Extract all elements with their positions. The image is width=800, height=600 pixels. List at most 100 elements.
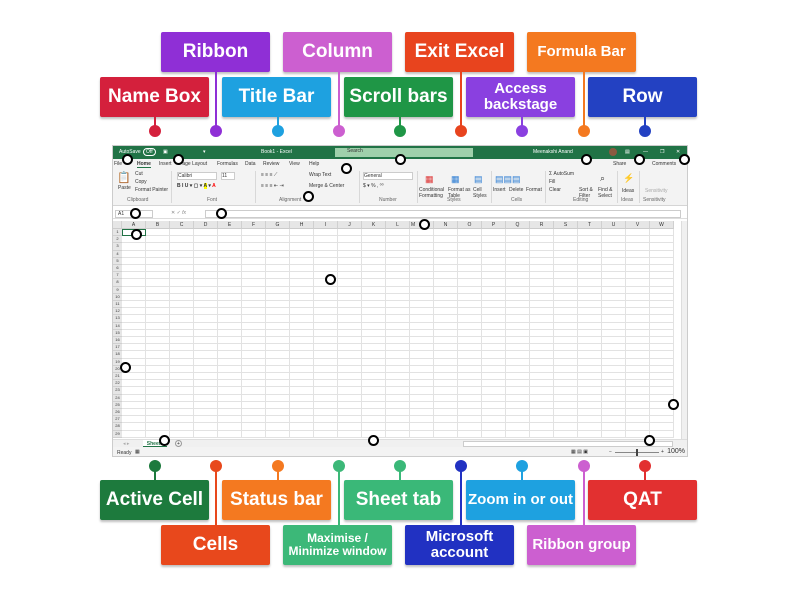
cell[interactable] — [314, 423, 338, 431]
cell[interactable] — [506, 308, 530, 316]
cell[interactable] — [242, 250, 266, 258]
cell[interactable] — [290, 236, 314, 244]
cell[interactable] — [410, 279, 434, 287]
cell[interactable] — [626, 286, 650, 294]
cell[interactable] — [626, 329, 650, 337]
cell[interactable] — [146, 416, 170, 424]
drop-target-hotspot[interactable] — [216, 208, 227, 219]
cell[interactable] — [626, 301, 650, 309]
cell[interactable] — [314, 380, 338, 388]
cell[interactable] — [290, 229, 314, 237]
cell[interactable] — [626, 229, 650, 237]
align-icons[interactable]: ≡ ≡ ≡ ⟋ — [261, 172, 278, 178]
column-header[interactable]: C — [170, 221, 194, 229]
cell[interactable] — [482, 322, 506, 330]
cell-styles-button[interactable]: Cell Styles — [473, 187, 487, 199]
cell[interactable] — [290, 279, 314, 287]
cell[interactable] — [338, 229, 362, 237]
drop-target-hotspot[interactable] — [581, 154, 592, 165]
cell[interactable] — [362, 394, 386, 402]
cell[interactable] — [434, 236, 458, 244]
cell[interactable] — [626, 423, 650, 431]
cell[interactable] — [482, 257, 506, 265]
cell[interactable] — [338, 279, 362, 287]
cell[interactable] — [338, 236, 362, 244]
cell[interactable] — [458, 394, 482, 402]
cell[interactable] — [434, 250, 458, 258]
cell[interactable] — [122, 301, 146, 309]
cell[interactable] — [458, 308, 482, 316]
cell[interactable] — [410, 286, 434, 294]
cell[interactable] — [122, 265, 146, 273]
cell[interactable] — [314, 430, 338, 438]
column-header[interactable]: D — [194, 221, 218, 229]
cell[interactable] — [194, 394, 218, 402]
cell[interactable] — [290, 272, 314, 280]
column-header[interactable]: I — [314, 221, 338, 229]
cell[interactable] — [170, 301, 194, 309]
cell[interactable] — [578, 394, 602, 402]
cell[interactable] — [554, 315, 578, 323]
cell[interactable] — [410, 380, 434, 388]
cell[interactable] — [626, 394, 650, 402]
cell[interactable] — [530, 315, 554, 323]
cell[interactable] — [554, 286, 578, 294]
cell[interactable] — [482, 394, 506, 402]
cell[interactable] — [170, 293, 194, 301]
cell[interactable] — [650, 430, 674, 438]
cell[interactable] — [506, 329, 530, 337]
cell[interactable] — [338, 308, 362, 316]
cell[interactable] — [386, 416, 410, 424]
cell[interactable] — [458, 387, 482, 395]
cell[interactable] — [194, 365, 218, 373]
tab-page-layout[interactable]: Page Layout — [179, 161, 208, 167]
cell[interactable] — [194, 250, 218, 258]
cell[interactable] — [194, 380, 218, 388]
cell[interactable] — [554, 344, 578, 352]
cell[interactable] — [170, 416, 194, 424]
cell[interactable] — [314, 250, 338, 258]
drop-target-hotspot[interactable] — [122, 154, 133, 165]
cell[interactable] — [530, 358, 554, 366]
cell[interactable] — [650, 329, 674, 337]
cell[interactable] — [242, 257, 266, 265]
cell[interactable] — [314, 257, 338, 265]
cell[interactable] — [482, 272, 506, 280]
cell[interactable] — [650, 365, 674, 373]
cell[interactable] — [434, 315, 458, 323]
cell[interactable] — [170, 423, 194, 431]
cell[interactable] — [458, 365, 482, 373]
cell[interactable] — [242, 387, 266, 395]
cell[interactable] — [506, 229, 530, 237]
cell[interactable] — [266, 416, 290, 424]
cell[interactable] — [290, 293, 314, 301]
cell[interactable] — [410, 423, 434, 431]
cell[interactable] — [386, 257, 410, 265]
drop-target-hotspot[interactable] — [131, 229, 142, 240]
cell[interactable] — [578, 272, 602, 280]
cell[interactable] — [122, 315, 146, 323]
row-header[interactable]: 25 — [113, 401, 122, 409]
drop-target-hotspot[interactable] — [395, 154, 406, 165]
cell[interactable] — [626, 351, 650, 359]
cell[interactable] — [170, 409, 194, 417]
cell[interactable] — [194, 358, 218, 366]
cell[interactable] — [218, 380, 242, 388]
column-header[interactable]: L — [386, 221, 410, 229]
cell[interactable] — [218, 401, 242, 409]
drop-target-hotspot[interactable] — [159, 435, 170, 446]
tab-formulas[interactable]: Formulas — [217, 161, 238, 167]
cell[interactable] — [146, 409, 170, 417]
cell[interactable] — [170, 344, 194, 352]
minimize-icon[interactable]: — — [643, 149, 648, 155]
cell[interactable] — [170, 365, 194, 373]
cell[interactable] — [458, 257, 482, 265]
cell[interactable] — [242, 351, 266, 359]
cell[interactable] — [434, 365, 458, 373]
cell[interactable] — [386, 358, 410, 366]
cell[interactable] — [242, 265, 266, 273]
cell[interactable] — [146, 279, 170, 287]
column-header[interactable]: S — [554, 221, 578, 229]
cell[interactable] — [266, 243, 290, 251]
cell[interactable] — [314, 337, 338, 345]
